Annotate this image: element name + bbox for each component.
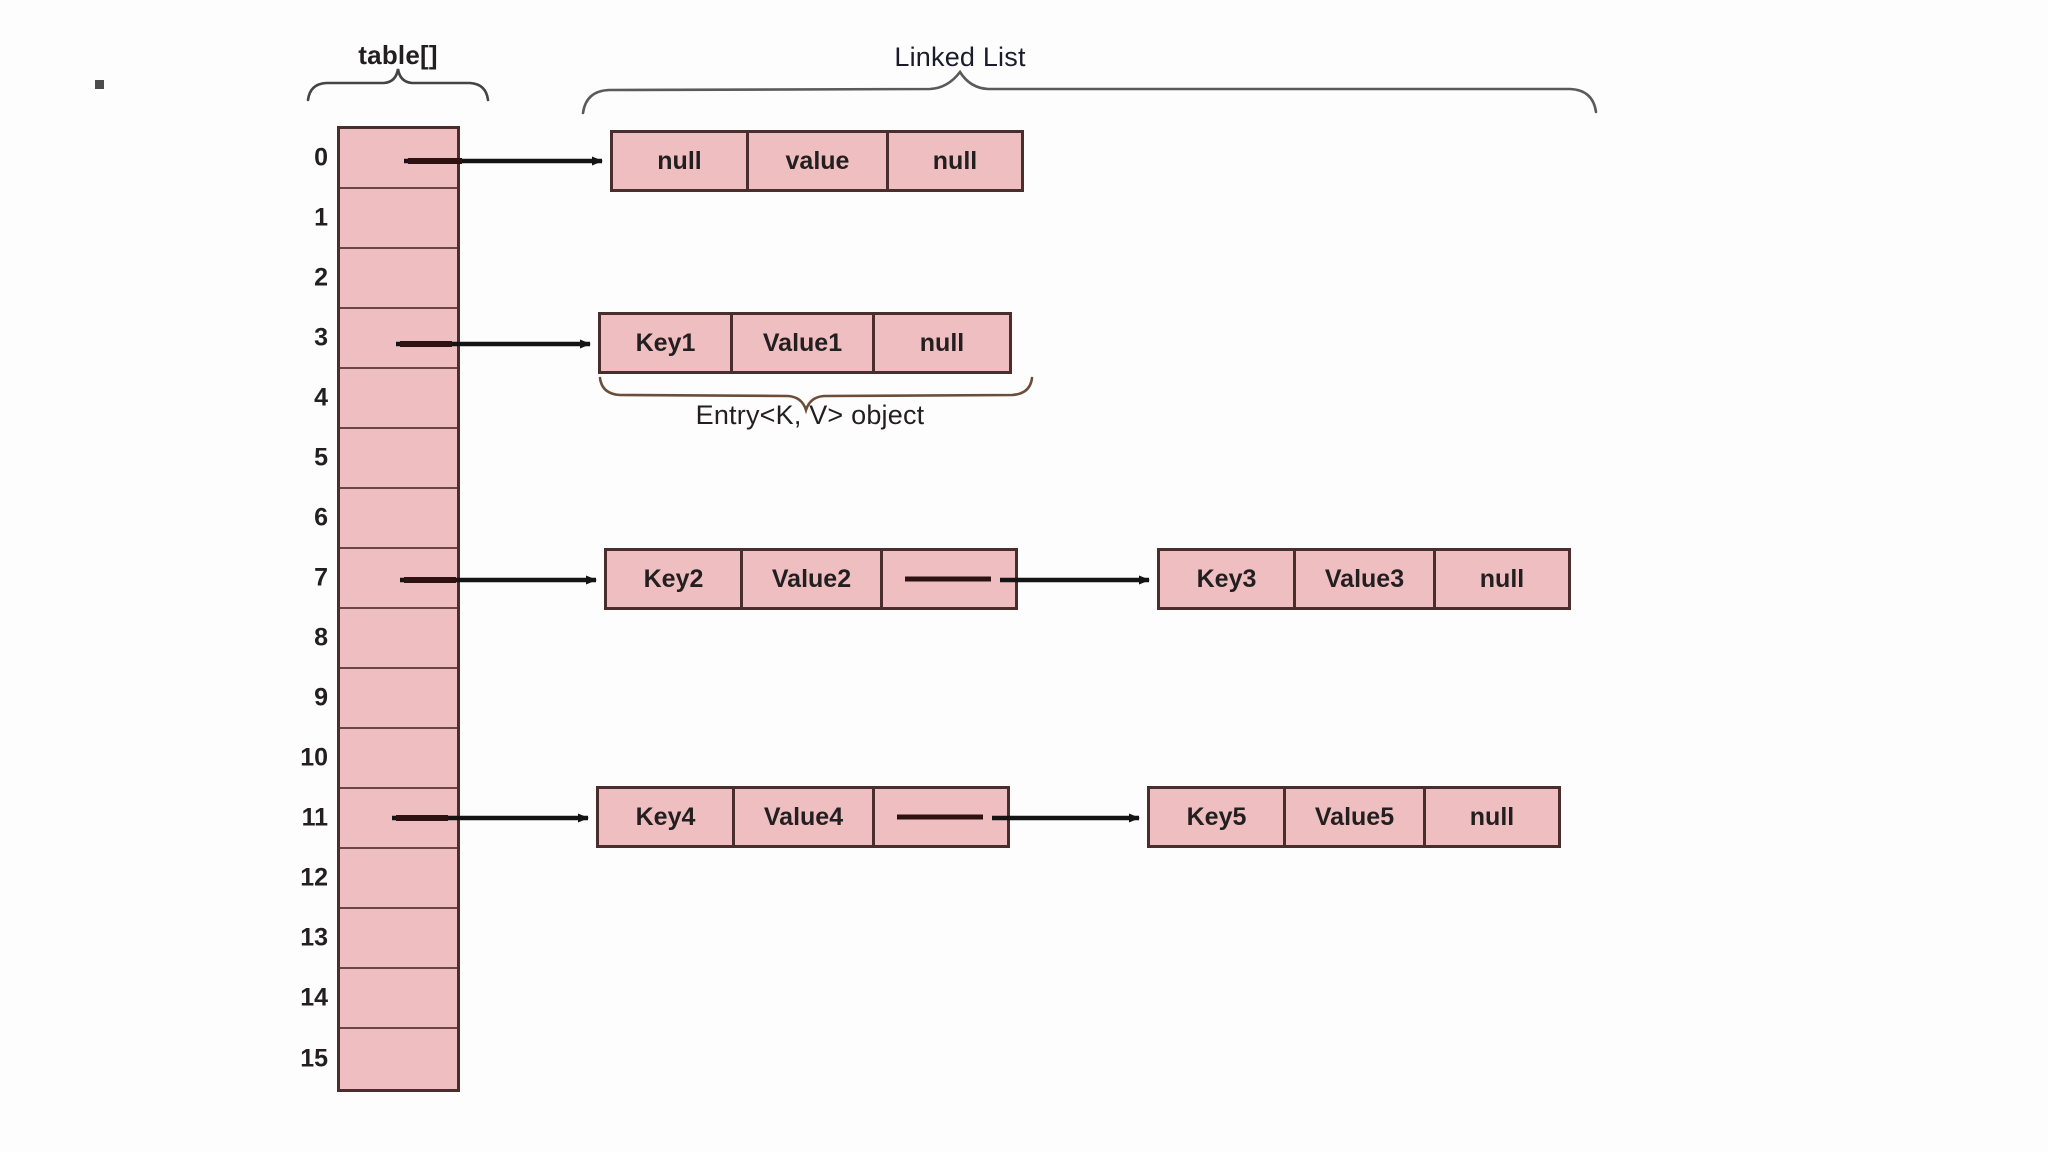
entry-object-caption: Entry<K, V> object	[695, 400, 925, 430]
entry-node-bucket-0[interactable]: null value null	[610, 130, 1024, 192]
entry-node-bucket-3[interactable]: Key1 Value1 null	[598, 312, 1012, 374]
entry-node-bucket-7-second[interactable]: Key3 Value3 null	[1157, 548, 1571, 610]
entry-value-cell: Value1	[733, 315, 875, 371]
entry-next-cell	[875, 789, 1007, 845]
table-array-label: table[]	[358, 40, 438, 70]
entry-next-cell: null	[1436, 551, 1568, 607]
next-pointer-stub	[905, 576, 991, 582]
bucket-cell-13[interactable]: 13	[300, 909, 457, 969]
bucket-cell-3[interactable]: 3	[314, 309, 457, 369]
bucket-cell-7[interactable]: 7	[314, 549, 457, 609]
bucket-cell-12[interactable]: 12	[300, 849, 457, 909]
entry-value-cell: value	[749, 133, 889, 189]
bucket-index-label: 9	[314, 683, 328, 712]
bucket-cell-14[interactable]: 14	[300, 969, 457, 1029]
entry-value-cell: Value3	[1296, 551, 1436, 607]
bucket-index-label: 14	[300, 983, 328, 1012]
entry-key-cell: Key5	[1150, 789, 1286, 845]
entry-next-cell: null	[1426, 789, 1558, 845]
stray-mark	[95, 80, 104, 89]
bucket-index-label: 11	[301, 803, 328, 832]
bucket-index-label: 2	[314, 263, 328, 292]
entry-value-cell: Value5	[1286, 789, 1426, 845]
next-pointer-stub	[897, 814, 983, 820]
entry-key-cell: Key1	[601, 315, 733, 371]
bucket-index-label: 1	[314, 203, 328, 232]
bucket-index-label: 7	[314, 563, 328, 592]
entry-key-cell: Key2	[607, 551, 743, 607]
bucket-cell-11[interactable]: 11	[302, 789, 457, 849]
entry-node-bucket-11-first[interactable]: Key4 Value4	[596, 786, 1010, 848]
bucket-cell-9[interactable]: 9	[314, 669, 457, 729]
entry-node-bucket-7-first[interactable]: Key2 Value2	[604, 548, 1018, 610]
entry-key-cell: null	[613, 133, 749, 189]
entry-value-cell: Value2	[743, 551, 883, 607]
bucket-cell-6[interactable]: 6	[314, 489, 457, 549]
bucket-index-label: 8	[314, 623, 328, 652]
bucket-index-label: 13	[300, 923, 328, 952]
table-array-column: 0 1 2 3 4 5 6 7 8 9 10 1	[300, 126, 460, 1092]
bucket-cell-15[interactable]: 15	[300, 1029, 457, 1089]
bucket-index-label: 10	[300, 743, 328, 772]
bucket-cell-5[interactable]: 5	[314, 429, 457, 489]
entry-key-cell: Key4	[599, 789, 735, 845]
entry-next-cell: null	[889, 133, 1021, 189]
bucket-index-label: 3	[314, 323, 328, 352]
bucket-index-label: 6	[314, 503, 328, 532]
bucket-index-label: 4	[314, 383, 328, 412]
bucket-index-label: 15	[300, 1044, 328, 1073]
entry-next-cell: null	[875, 315, 1009, 371]
bucket-cell-0[interactable]: 0	[314, 129, 457, 189]
bucket-index-label: 0	[314, 143, 328, 172]
bucket-cell-1[interactable]: 1	[314, 189, 457, 249]
entry-next-cell	[883, 551, 1015, 607]
entry-key-cell: Key3	[1160, 551, 1296, 607]
bucket-cell-4[interactable]: 4	[314, 369, 457, 429]
bucket-index-label: 12	[300, 863, 328, 892]
bucket-index-label: 5	[314, 443, 328, 472]
bucket-cell-8[interactable]: 8	[314, 609, 457, 669]
bucket-cell-2[interactable]: 2	[314, 249, 457, 309]
linked-list-label: Linked List	[894, 42, 1026, 72]
entry-node-bucket-11-second[interactable]: Key5 Value5 null	[1147, 786, 1561, 848]
entry-value-cell: Value4	[735, 789, 875, 845]
bucket-cell-10[interactable]: 10	[300, 729, 457, 789]
